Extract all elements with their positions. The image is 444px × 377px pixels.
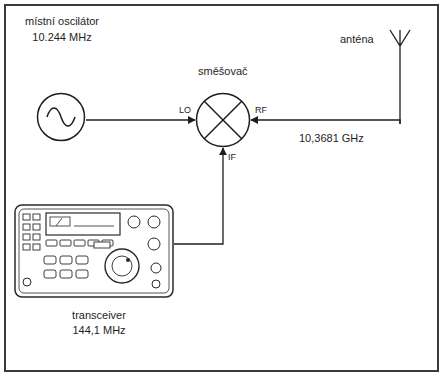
node-title: směšovač — [198, 64, 278, 78]
port-label: RF — [254, 105, 268, 116]
frame-border — [5, 5, 438, 371]
node-title: anténa — [340, 32, 386, 46]
mixer-node: směšovač — [182, 58, 282, 150]
oscillator-symbol — [36, 92, 86, 142]
transceiver-picture — [14, 204, 174, 298]
mixer-symbol — [195, 92, 251, 148]
antenna-node: anténa — [326, 24, 426, 124]
antenna-symbol — [386, 28, 414, 124]
signal-line — [86, 119, 195, 120]
node-title: transceiver — [14, 308, 184, 322]
port-label: IF — [227, 152, 237, 163]
port-label: LO — [178, 105, 192, 116]
frequency-label: 10,3681 GHz — [298, 132, 365, 145]
signal-line — [251, 120, 400, 124]
oscillator-node: místní oscilátor 10.244 MHz — [12, 10, 112, 144]
frequency-text: 144,1 MHz — [14, 323, 184, 337]
frequency-text: 10.244 MHz — [12, 30, 112, 44]
transceiver-node: transceiver144,1 MHz — [14, 204, 184, 344]
signal-line — [174, 148, 223, 244]
node-title: místní oscilátor — [12, 14, 112, 28]
